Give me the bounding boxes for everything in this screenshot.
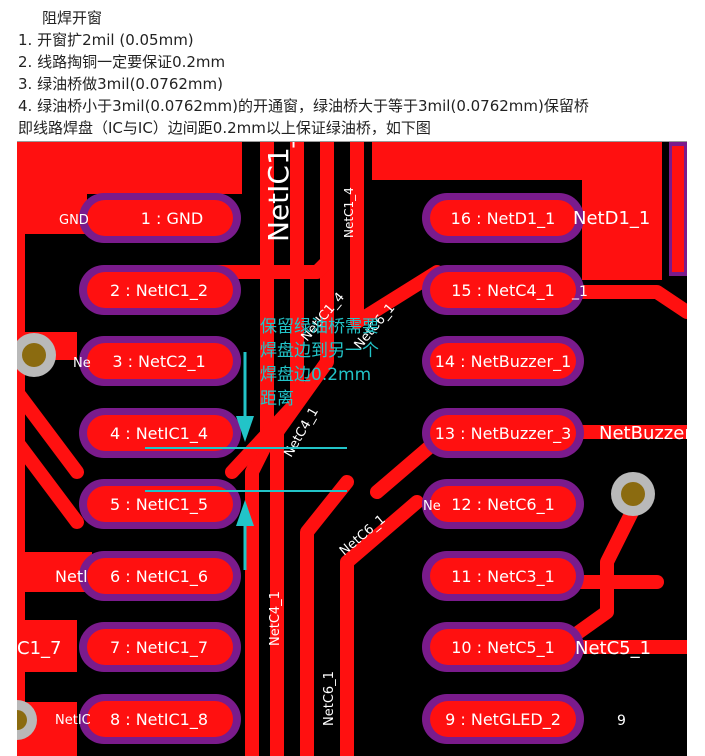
notes-panel: 阻焊开窗 1. 开窗扩2mil (0.05mm) 2. 线路掏铜一定要保证0.2… bbox=[0, 0, 705, 142]
copper-pour bbox=[582, 180, 662, 280]
trace bbox=[340, 495, 424, 756]
pad-label: 12 : NetC6_1 bbox=[451, 495, 555, 515]
annotation-line-4: 距离 bbox=[260, 389, 294, 409]
arrow-down-icon bbox=[236, 416, 254, 442]
ic-left-pads: 1 : GND 2 : NetIC1_2 3 : NetC2_1 4 : Net… bbox=[79, 193, 241, 744]
note-line-1: 1. 开窗扩2mil (0.05mm) bbox=[18, 31, 194, 49]
pad-label: 13 : NetBuzzer_3 bbox=[435, 424, 572, 444]
trace bbox=[245, 142, 274, 756]
pad-label: 4 : NetIC1_4 bbox=[110, 424, 208, 444]
pad-label: 8 : NetIC1_8 bbox=[110, 710, 208, 730]
net-label: Ne bbox=[423, 499, 441, 514]
net-label: NetBuzzer bbox=[599, 423, 687, 444]
pad-14 bbox=[430, 343, 576, 379]
copper-pour bbox=[17, 620, 77, 672]
note-line-2: 2. 线路掏铜一定要保证0.2mm bbox=[18, 53, 226, 71]
pad-6 bbox=[87, 558, 233, 594]
vias bbox=[17, 333, 655, 740]
component-edge-copper bbox=[672, 146, 684, 272]
note-line-3: 3. 绿油桥做3mil(0.0762mm) bbox=[18, 75, 223, 93]
pad-4 bbox=[87, 415, 233, 451]
net-label: NetC4_1 bbox=[268, 591, 283, 646]
pad-5 bbox=[87, 486, 233, 522]
pad-label: 6 : NetIC1_6 bbox=[110, 567, 208, 587]
pad-label: 2 : NetIC1_2 bbox=[110, 281, 208, 301]
copper-pour bbox=[17, 142, 242, 194]
net-label: GND bbox=[59, 213, 89, 228]
pad-2 bbox=[87, 272, 233, 308]
pad-7 bbox=[87, 629, 233, 665]
pad-label: 9 : NetGLED_2 bbox=[445, 710, 561, 730]
pad-label: 16 : NetD1_1 bbox=[451, 209, 556, 229]
net-label: NetC5_1 bbox=[575, 638, 651, 659]
net-label: 9 bbox=[617, 713, 626, 729]
pad-label: 7 : NetIC1_7 bbox=[110, 638, 208, 658]
pad-15 bbox=[430, 272, 576, 308]
copper-pour bbox=[372, 142, 662, 180]
net-label: Ne bbox=[73, 356, 91, 371]
pad-10 bbox=[430, 629, 576, 665]
note-line-4: 4. 绿油桥小于3mil(0.0762mm)的开通窗，绿油桥大于等于3mil(0… bbox=[18, 97, 589, 115]
pcb-canvas: 1 : GND 2 : NetIC1_2 3 : NetC2_1 4 : Net… bbox=[17, 142, 687, 756]
via bbox=[621, 482, 645, 506]
annotation-line-3: 焊盘边0.2mm bbox=[260, 365, 371, 385]
copper-pour bbox=[17, 194, 87, 234]
trace bbox=[300, 475, 354, 756]
annotation-line-2: 焊盘边到另一个 bbox=[260, 341, 379, 361]
pad-1 bbox=[87, 200, 233, 236]
net-label: Netl bbox=[55, 567, 88, 586]
annotation-line-1: 保留绿油桥需要 bbox=[260, 317, 379, 337]
net-label: NetD1_1 bbox=[573, 208, 650, 229]
net-label: C1_7 bbox=[17, 638, 61, 659]
pad-11 bbox=[430, 558, 576, 594]
pad-3 bbox=[87, 343, 233, 379]
clearance-annotation: 保留绿油桥需要 焊盘边到另一个 焊盘边0.2mm 距离 bbox=[145, 317, 379, 570]
pad-label: 3 : NetC2_1 bbox=[112, 352, 205, 372]
net-label: NetIC1_ bbox=[262, 142, 295, 242]
trace bbox=[350, 142, 444, 329]
pad-label: 11 : NetC3_1 bbox=[451, 567, 555, 587]
pad-label: 10 : NetC5_1 bbox=[451, 638, 555, 658]
pcb-view: 1 : GND 2 : NetIC1_2 3 : NetC2_1 4 : Net… bbox=[17, 142, 687, 756]
pad-16 bbox=[430, 200, 576, 236]
net-label: NetC6_1 bbox=[322, 671, 337, 726]
net-label: _1 bbox=[571, 284, 588, 300]
net-label: NetIC bbox=[55, 713, 91, 728]
pad-12 bbox=[430, 486, 576, 522]
notes-title: 阻焊开窗 bbox=[42, 9, 103, 27]
net-label: NetC1_4 bbox=[342, 187, 356, 238]
ic-right-pads: 16 : NetD1_1 15 : NetC4_1 14 : NetBuzzer… bbox=[422, 193, 584, 744]
pad-label: 14 : NetBuzzer_1 bbox=[435, 352, 572, 372]
note-line-5: 即线路焊盘（IC与IC）边间距0.2mm以上保证绿油桥，如下图 bbox=[18, 119, 431, 137]
pad-13 bbox=[430, 415, 576, 451]
pad-8 bbox=[87, 701, 233, 737]
via bbox=[17, 710, 27, 730]
pad-label: 1 : GND bbox=[141, 209, 203, 228]
arrow-up-icon bbox=[236, 500, 254, 526]
trace bbox=[570, 285, 687, 319]
trace bbox=[270, 142, 334, 756]
trace bbox=[17, 435, 84, 529]
trace bbox=[17, 385, 84, 479]
pad-label: 5 : NetIC1_5 bbox=[110, 495, 208, 515]
pad-label: 15 : NetC4_1 bbox=[451, 281, 555, 301]
via bbox=[22, 343, 46, 367]
pad-9 bbox=[430, 701, 576, 737]
